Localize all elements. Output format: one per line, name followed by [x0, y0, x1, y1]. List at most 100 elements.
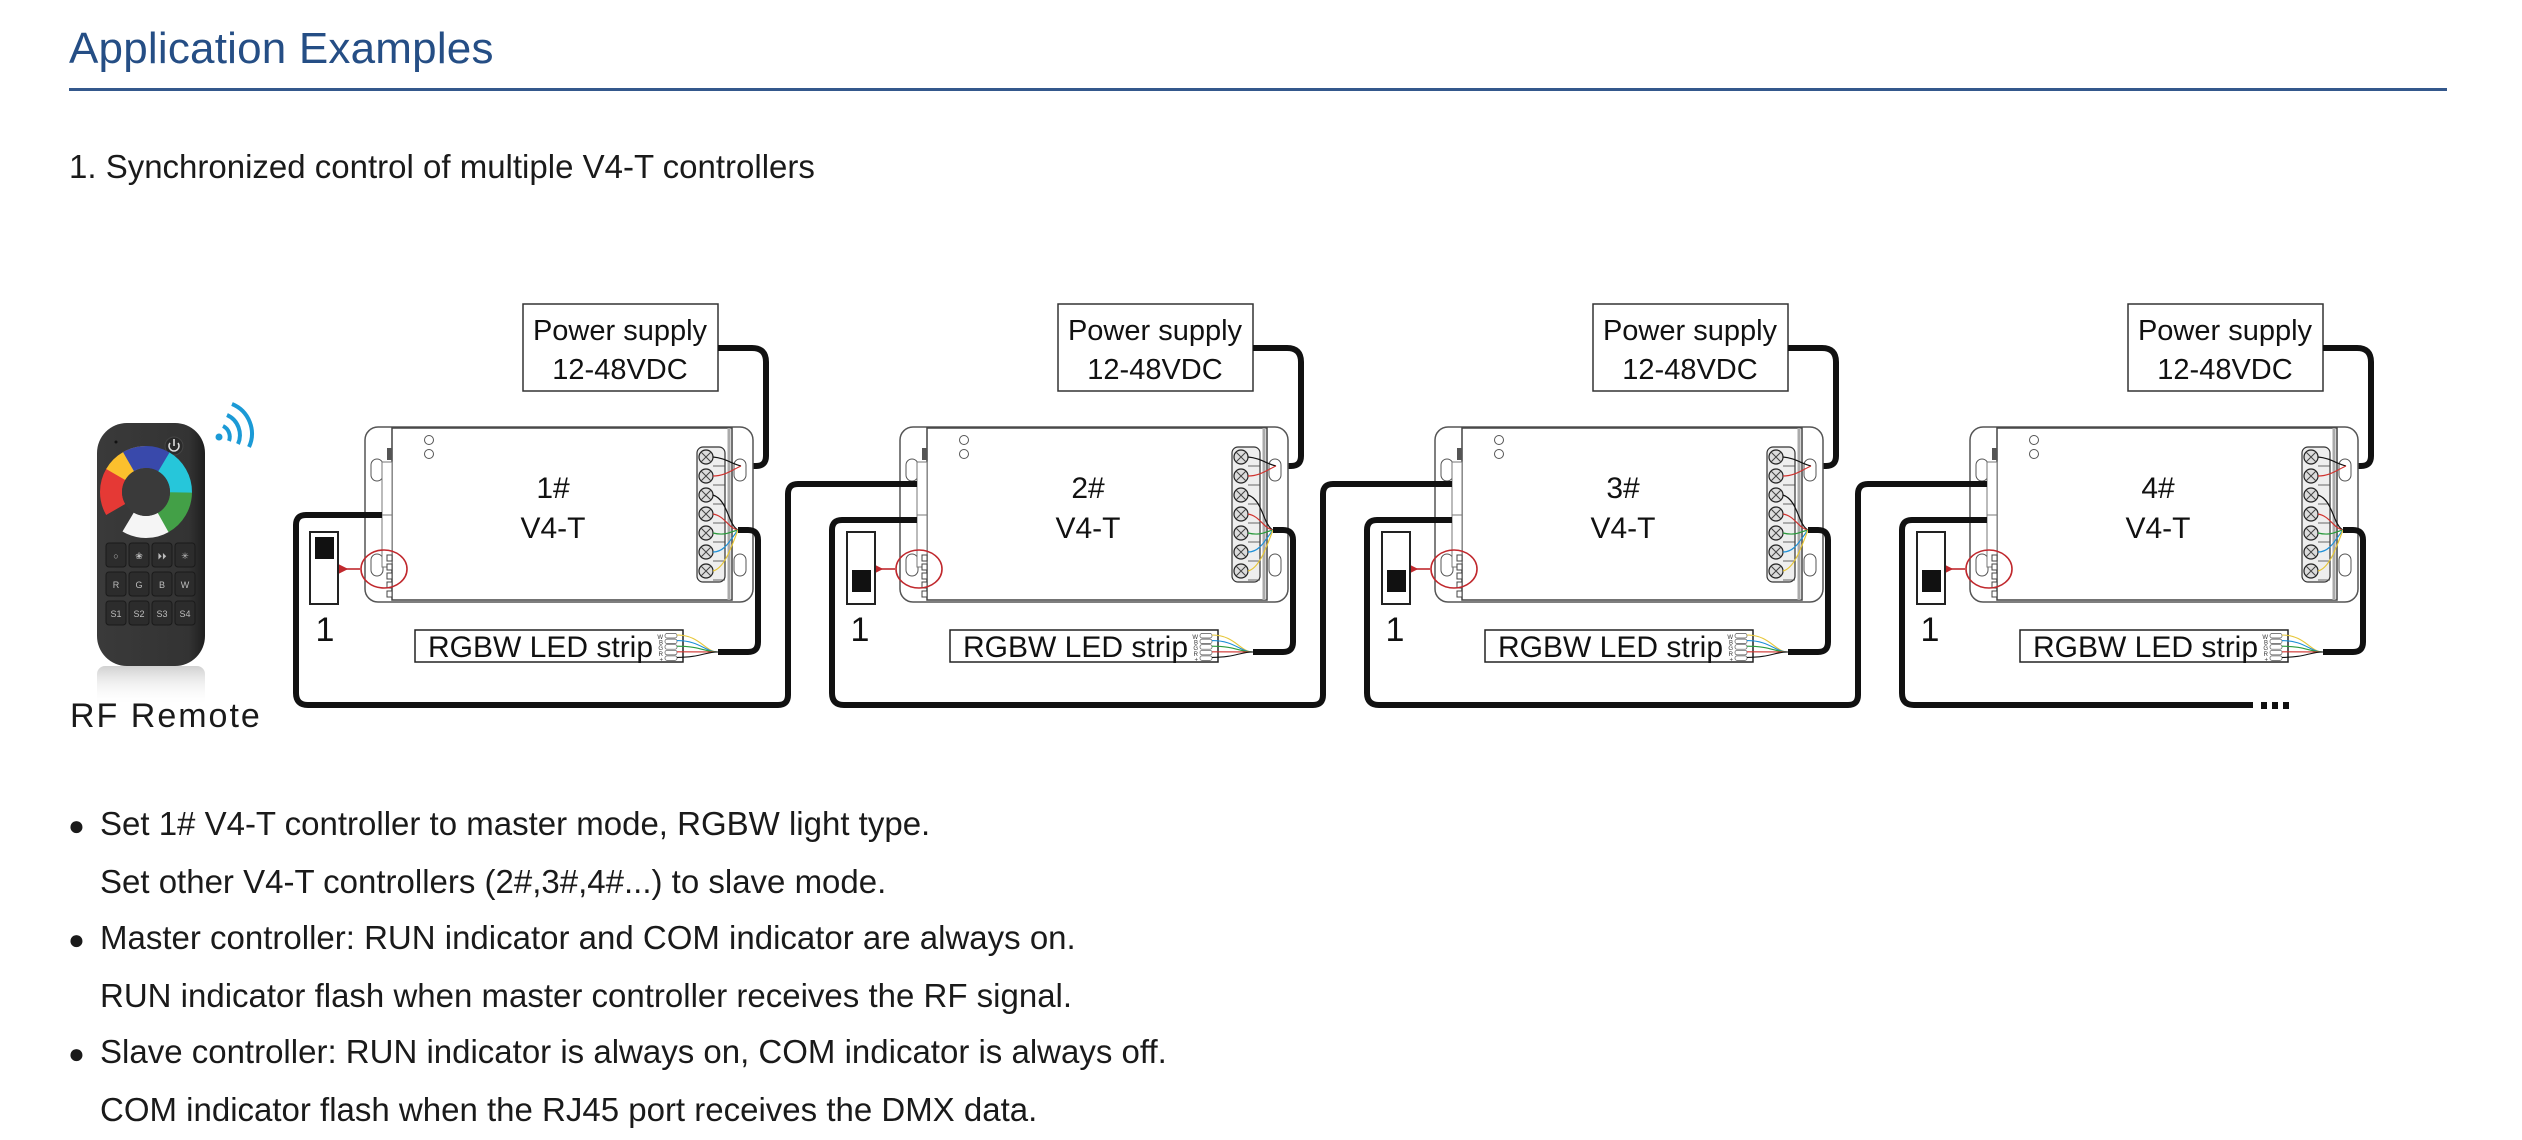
- remote-key-label: R: [113, 580, 120, 590]
- power-cable: [718, 345, 769, 469]
- note-item: ●Slave controller: RUN indicator is alwa…: [68, 1024, 1167, 1138]
- wire: [1247, 465, 1277, 477]
- dip-pin: [1991, 572, 1998, 580]
- continuation-dot: [2272, 702, 2278, 709]
- bullet-icon: ●: [68, 810, 85, 841]
- strip-pin-label: +: [1729, 657, 1733, 663]
- bullet-icon: ●: [68, 924, 85, 955]
- mounting-slot: [1440, 458, 1454, 482]
- mounting-slot: [1803, 458, 1817, 482]
- dip-switch-knob: [1387, 570, 1406, 592]
- dip-pin: [1456, 554, 1463, 562]
- wire: [1782, 494, 1809, 531]
- dip-switch-number: 1: [851, 611, 870, 649]
- strip-pin: [2269, 644, 2283, 650]
- note-item: ● Master controller: RUN indicator and CO…: [68, 910, 1167, 1024]
- power-supply-label: Power supply: [1068, 315, 1243, 347]
- com-indicator-icon: [424, 449, 434, 459]
- strip-pin: [2269, 655, 2283, 661]
- note-text: Set other V4-T controllers (2#,3#,4#...)…: [100, 863, 887, 900]
- dip-switch-number: 1: [1921, 611, 1940, 649]
- dip-pin: [921, 554, 928, 562]
- power-supply-voltage: 12-48VDC: [552, 354, 687, 386]
- strip-pin-label: B: [659, 641, 663, 647]
- dip-switch: [846, 531, 876, 605]
- wire: [1211, 651, 1254, 658]
- dip-highlight-circle: [1965, 549, 2013, 589]
- remote-key: [151, 571, 173, 597]
- dip-switch-number: 1: [1386, 611, 1405, 649]
- remote-reflection: [97, 666, 205, 706]
- mounting-slot: [1803, 553, 1817, 577]
- mounting-slot: [1975, 458, 1989, 482]
- controller-id: 4#: [2141, 472, 2175, 505]
- strip-pin: [2269, 638, 2283, 644]
- strip-pin: [2269, 633, 2283, 639]
- title-divider: [69, 88, 2447, 91]
- strip-pin-label: G: [1193, 646, 1198, 652]
- power-cable: [1788, 345, 1839, 469]
- remote-key: [151, 600, 173, 626]
- controller-model: V4-T: [520, 512, 585, 545]
- strip-pin-label: G: [1728, 646, 1733, 652]
- remote-key: [105, 600, 127, 626]
- dip-pin: [921, 590, 928, 598]
- run-indicator-icon: [959, 435, 969, 445]
- strip-pin: [1734, 655, 1748, 661]
- strip-pin-label: W: [657, 635, 663, 641]
- mounting-slot: [905, 553, 919, 577]
- remote-label: RF Remote: [70, 697, 262, 735]
- rj45-cable: [1899, 517, 2253, 708]
- remote-key-label: S3: [156, 609, 167, 619]
- strip-cable: [1253, 527, 1296, 655]
- wire: [1746, 651, 1789, 658]
- mounting-slot: [370, 553, 384, 577]
- power-supply-voltage: 12-48VDC: [1622, 354, 1757, 386]
- dip-pin: [386, 572, 393, 580]
- wire: [1782, 529, 1809, 535]
- dip-pin: [386, 590, 393, 598]
- strip-pin: [664, 638, 678, 644]
- power-supply-box: [2127, 303, 2324, 392]
- note-text: Master controller: RUN indicator and COM…: [100, 919, 1076, 956]
- dip-pin: [921, 563, 928, 571]
- color-wheel-icon: [100, 446, 192, 538]
- power-supply-label: Power supply: [1603, 315, 1778, 347]
- wire: [1782, 465, 1812, 477]
- strip-pin: [1199, 649, 1213, 656]
- wire: [1247, 456, 1277, 467]
- note-text: Set 1# V4-T controller to master mode, R…: [100, 805, 931, 842]
- wire: [1247, 513, 1274, 531]
- remote-key-label: B: [159, 580, 165, 590]
- wire: [1247, 494, 1274, 531]
- wire: [2317, 465, 2347, 477]
- power-supply-voltage: 12-48VDC: [2157, 354, 2292, 386]
- notes-list: ● Set 1# V4-T controller to master mode, …: [68, 796, 1167, 1138]
- wire: [1782, 513, 1809, 531]
- strip-pin-label: B: [1194, 641, 1198, 647]
- strip-pin: [664, 644, 678, 650]
- power-supply-label: Power supply: [2138, 315, 2313, 347]
- com-indicator-icon: [1494, 449, 1504, 459]
- dip-pin: [386, 554, 393, 562]
- strip-pin-label: G: [2263, 646, 2268, 652]
- wire: [1782, 456, 1812, 467]
- led-strip-label: RGBW LED strip: [963, 631, 1188, 664]
- led-strip-label: RGBW LED strip: [428, 631, 653, 664]
- dip-pin: [1991, 554, 1998, 562]
- strip-pin-label: R: [2264, 652, 2269, 658]
- mounting-slot: [2338, 458, 2352, 482]
- run-indicator-icon: [1494, 435, 1504, 445]
- com-indicator-icon: [2029, 449, 2039, 459]
- continuation-dot: [2261, 702, 2267, 709]
- strip-pin-label: +: [1194, 657, 1198, 663]
- remote-key-label: S1: [110, 609, 121, 619]
- remote-key-label: ❀: [135, 551, 143, 561]
- controller-body: [391, 427, 733, 601]
- wire: [712, 529, 739, 572]
- wire: [712, 456, 742, 467]
- note-text: COM indicator flash when the RJ45 port r…: [100, 1091, 1038, 1128]
- remote-key: [128, 542, 150, 568]
